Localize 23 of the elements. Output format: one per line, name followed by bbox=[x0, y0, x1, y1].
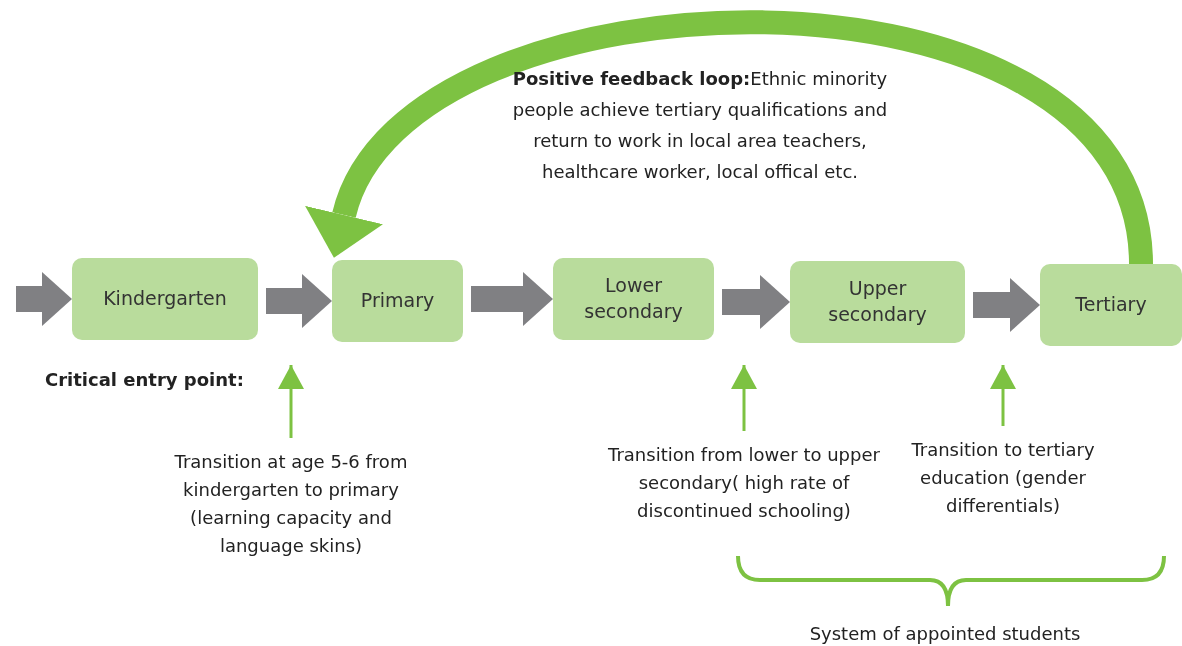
arrow bbox=[16, 272, 72, 326]
feedback-note: Positive feedback loop:Ethnic minority people achieve tertiary qualifications and return to work in local area teachers, healthcare worker, local offical etc. bbox=[511, 67, 889, 184]
annotation: System of appointed students bbox=[808, 622, 1082, 646]
arrow bbox=[471, 272, 553, 326]
stage-box bbox=[332, 260, 463, 342]
stage-label: Kindergarten bbox=[103, 286, 227, 312]
transition-note: Transition at age 5-6 from kindergarten to primary (learning capacity and language skins) bbox=[146, 448, 436, 560]
arrow bbox=[278, 365, 304, 438]
stage-label: Tertiary bbox=[1075, 292, 1147, 318]
stage-label: Lower secondary bbox=[583, 273, 684, 324]
annotation: Critical entry point: bbox=[45, 368, 245, 392]
arrow bbox=[731, 365, 757, 431]
arrow bbox=[266, 274, 332, 328]
curved-arrow bbox=[307, 10, 1153, 267]
arrow bbox=[722, 275, 790, 329]
arrow bbox=[990, 365, 1016, 426]
stage-box bbox=[72, 258, 258, 340]
stage-label: Primary bbox=[360, 288, 435, 314]
arrow bbox=[973, 278, 1040, 332]
stage-box bbox=[790, 261, 965, 343]
stage-box bbox=[1040, 264, 1182, 346]
stage-label: Upper secondary bbox=[827, 276, 928, 327]
stage-box bbox=[553, 258, 714, 340]
